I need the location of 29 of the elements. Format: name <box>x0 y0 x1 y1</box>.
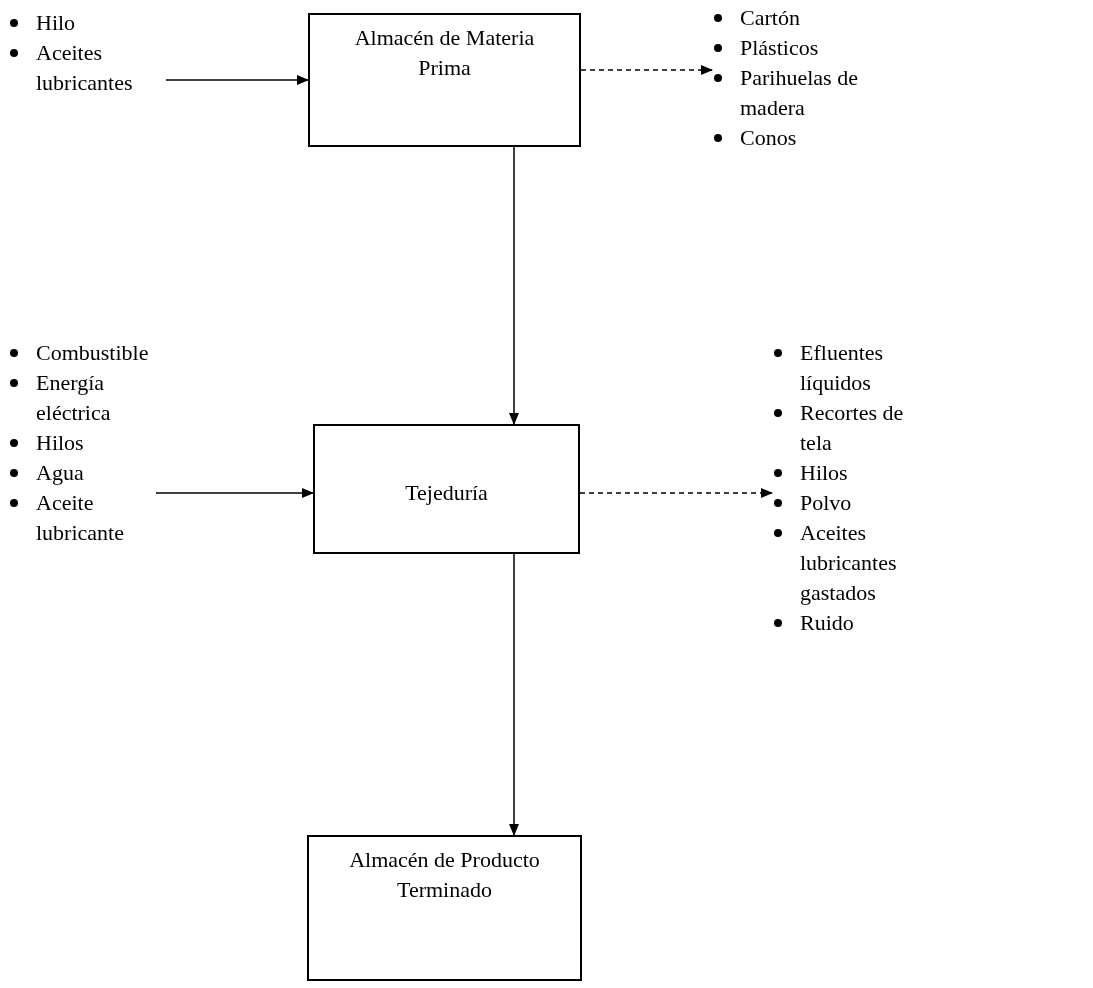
list-item: Hilo <box>36 9 76 37</box>
arrow <box>509 553 519 836</box>
list-item: Hilos <box>36 429 84 457</box>
process-box <box>313 424 580 554</box>
process-box <box>307 835 582 981</box>
arrow <box>165 75 309 85</box>
box-label: Tejeduría <box>404 479 489 507</box>
list-item: Cartón <box>740 4 800 32</box>
list-item: Efluentes líquidos <box>800 339 885 397</box>
box-label: Almacén de Materia Prima <box>353 24 536 82</box>
arrow <box>509 146 519 425</box>
list-item: Conos <box>740 124 797 152</box>
list-item: Recortes de tela <box>800 399 905 457</box>
list-item: Plásticos <box>740 34 819 62</box>
list-item: Combustible <box>36 339 149 367</box>
list-item: Ruido <box>800 609 854 637</box>
arrow <box>580 65 713 75</box>
list-item: Aceites lubricantes gastados <box>800 519 898 607</box>
arrow <box>579 488 773 498</box>
list-item: Aceite lubricante <box>36 489 125 547</box>
list-item: Polvo <box>800 489 852 517</box>
box-label: Almacén de Producto Terminado <box>348 846 541 904</box>
list-item: Agua <box>36 459 84 487</box>
list-item: Parihuelas de madera <box>740 64 859 122</box>
list-item: Aceites lubricantes <box>36 39 134 97</box>
arrow <box>155 488 314 498</box>
list-item: Energía eléctrica <box>36 369 112 427</box>
list-item: Hilos <box>800 459 848 487</box>
process-box <box>308 13 581 147</box>
